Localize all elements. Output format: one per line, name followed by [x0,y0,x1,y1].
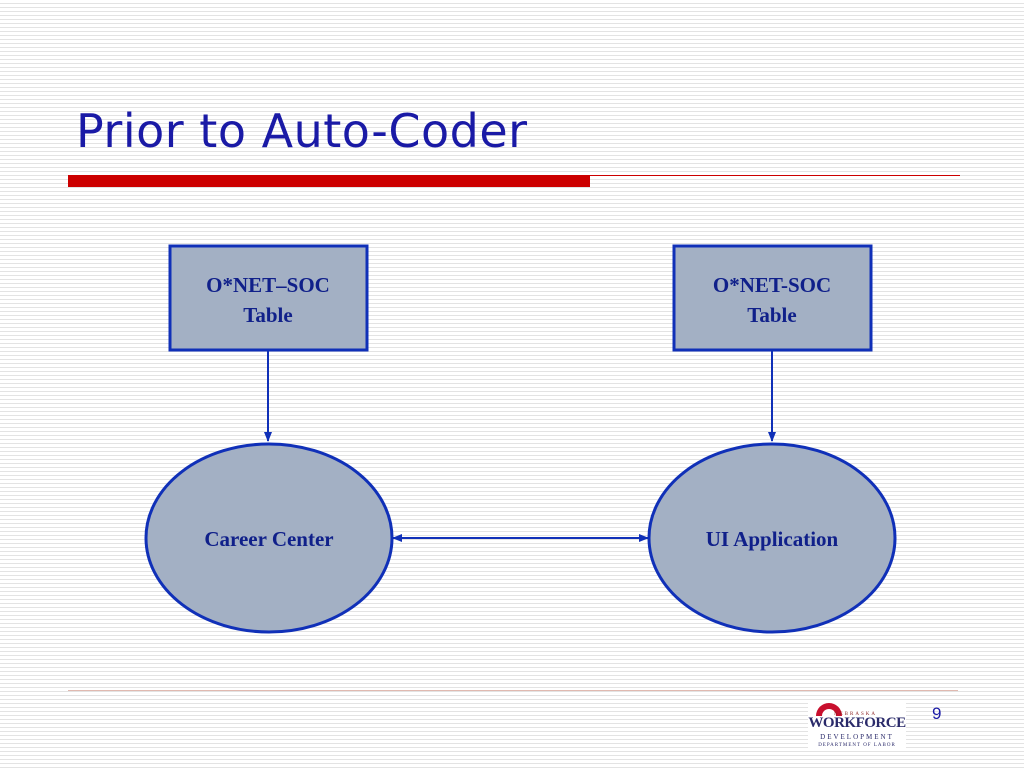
logo-dept-text: DEPARTMENT OF LABOR [818,743,896,748]
onet-soc-table-right-line2: Table [747,303,796,327]
title-underline-thin [590,175,960,176]
career-center-node: Career Center [144,442,394,634]
logo-sub-text: NEBRASKA [834,712,877,717]
onet-soc-table-left-line1: O*NET–SOC [206,273,330,297]
logo-dev-text: DEVELOPMENT [820,733,894,741]
onet-soc-table-left-line2: Table [243,303,292,327]
career-center-label: Career Center [204,527,333,551]
page-number: 9 [932,704,942,723]
ui-application-label: UI Application [706,527,839,551]
sunburst-logo-icon [816,703,842,716]
logo-main-text: WORKFORCE [808,715,906,731]
slide-title: Prior to Auto-Coder [76,104,528,158]
onet-soc-table-right: O*NET-SOC Table [672,244,873,352]
ui-application-node: UI Application [647,442,897,634]
ui-application-ellipse [647,442,897,634]
footer-divider [68,690,958,691]
onet-soc-table-left-box [168,244,369,352]
onet-soc-table-right-line1: O*NET-SOC [713,273,831,297]
title-underline-thick [68,175,590,187]
onet-soc-table-left: O*NET–SOC Table [168,244,369,352]
workforce-development-logo: NEBRASKA WORKFORCE DEVELOPMENT DEPARTMEN… [808,700,906,750]
onet-soc-table-right-box [672,244,873,352]
